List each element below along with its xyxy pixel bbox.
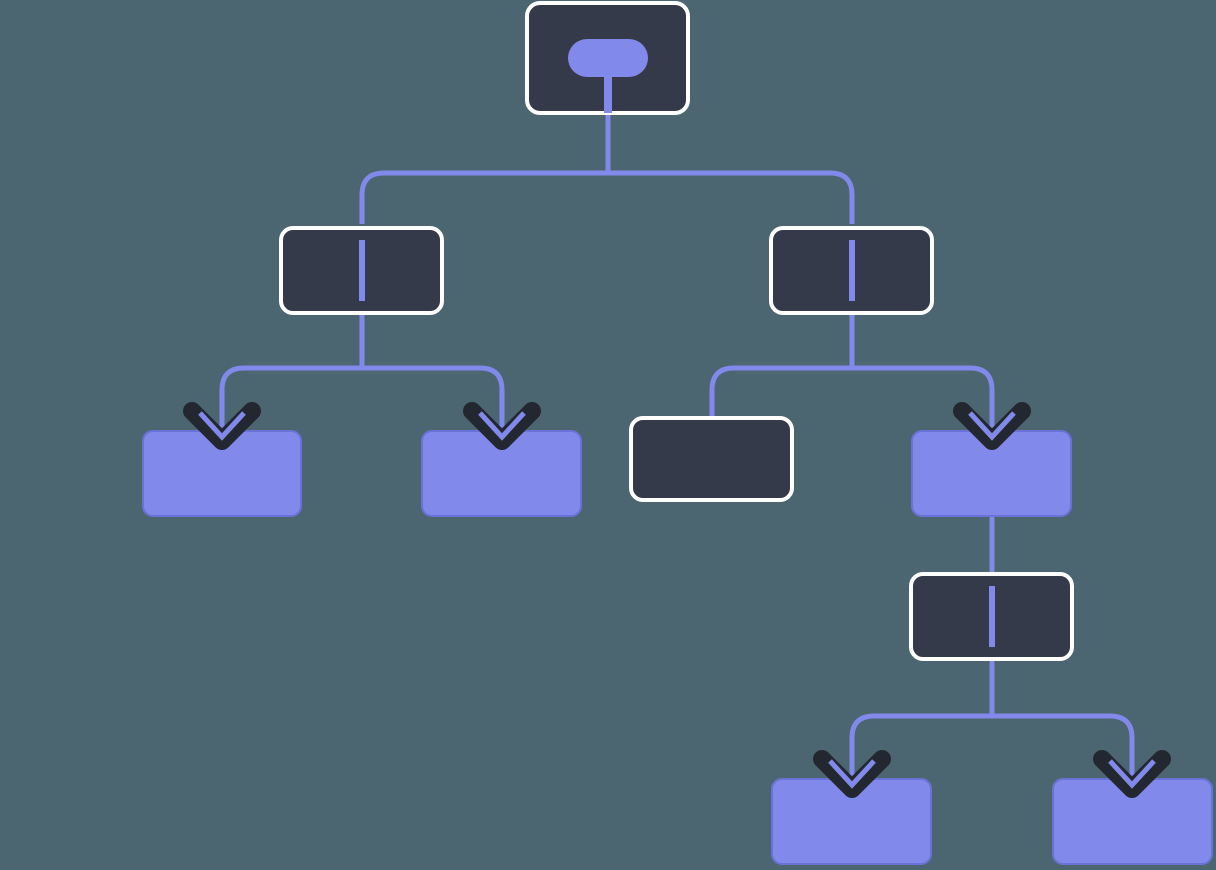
connector-branch	[709, 365, 852, 427]
edge-level1-right-to-children	[709, 313, 995, 441]
edges-layer	[219, 113, 1135, 789]
arrow-chevron-dark	[463, 402, 541, 450]
arrow-chevron-accent	[478, 411, 526, 441]
level2-dark-node[interactable]	[629, 416, 794, 502]
pill-icon	[568, 39, 648, 77]
level1-left-node[interactable]	[279, 226, 444, 315]
connector-branch	[608, 170, 855, 224]
connector-branch	[219, 365, 362, 441]
pill-stem-icon	[604, 75, 612, 113]
connector-branch	[849, 713, 992, 789]
vertical-bar-icon	[989, 586, 995, 647]
level3-dark-node[interactable]	[909, 572, 1074, 661]
edge-root-to-level1	[359, 113, 855, 224]
root-node[interactable]	[525, 1, 690, 115]
connector-branch	[359, 170, 608, 224]
arrow-chevron-dark	[813, 750, 891, 798]
down-arrow-icon	[463, 402, 541, 450]
edge-level3-to-leaves	[849, 659, 1135, 789]
arrowheads-layer	[183, 402, 1171, 798]
dark-node-box[interactable]	[629, 416, 794, 502]
connector-branch	[992, 713, 1135, 789]
arrow-chevron-accent	[198, 411, 246, 441]
vertical-bar-icon	[849, 240, 855, 301]
connector-branch	[852, 365, 995, 441]
arrow-chevron-dark	[1093, 750, 1171, 798]
arrow-chevron-accent	[968, 411, 1016, 441]
edge-level1-left-to-leaves	[219, 313, 505, 441]
arrow-chevron-dark	[953, 402, 1031, 450]
connector-branch	[362, 365, 505, 441]
arrow-chevron-accent	[1108, 759, 1156, 789]
level1-right-node[interactable]	[769, 226, 934, 315]
nodes-layer	[142, 1, 1213, 865]
down-arrow-icon	[953, 402, 1031, 450]
arrow-chevron-accent	[828, 759, 876, 789]
down-arrow-icon	[183, 402, 261, 450]
down-arrow-icon	[813, 750, 891, 798]
down-arrow-icon	[1093, 750, 1171, 798]
arrow-chevron-dark	[183, 402, 261, 450]
vertical-bar-icon	[359, 240, 365, 301]
